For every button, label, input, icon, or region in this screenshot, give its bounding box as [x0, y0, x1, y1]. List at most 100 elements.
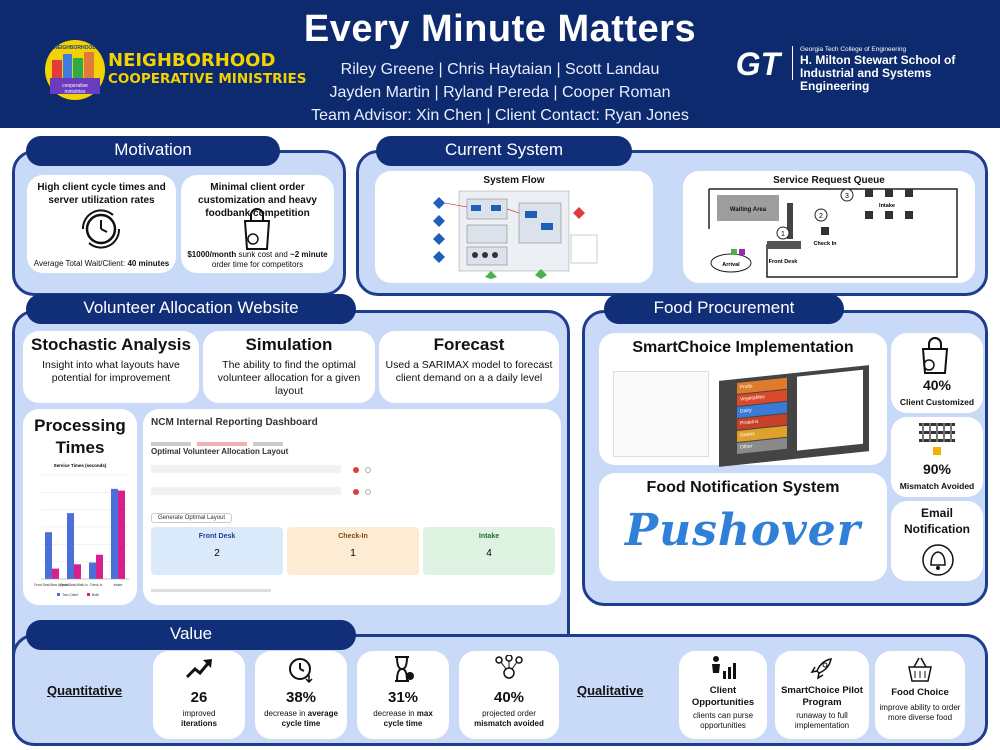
caption-bold-1: $1000/month — [187, 250, 237, 259]
caption-pre: Average Total Wait/Client: — [33, 259, 128, 268]
value-tab: Value — [26, 620, 356, 650]
caption-bold: 40 minutes — [127, 259, 170, 268]
generate-layout-button[interactable]: Generate Optimal Layout — [151, 513, 233, 523]
dashboard-select-1[interactable] — [151, 465, 341, 473]
qual-pilot-title: SmartChoice Pilot Program — [781, 685, 863, 708]
front-desk-card: Front Desk 2 — [151, 527, 283, 575]
notification-card: Food Notification System Pushover — [599, 473, 887, 581]
names-line-2: Jayden Martin | Ryland Pereda | Cooper R… — [329, 84, 671, 101]
processing-title: Processing Times — [23, 415, 137, 459]
gt-school-2: Industrial and Systems Engineering — [800, 66, 932, 93]
poster-title: Every Minute Matters — [303, 8, 697, 50]
svg-text:1: 1 — [781, 231, 785, 238]
person-chart-icon — [712, 656, 736, 679]
system-flow-card: System Flow — [375, 171, 653, 283]
system-flow-title: System Flow — [483, 175, 545, 186]
stat-mismatch: 90% Mismatch Avoided — [891, 417, 983, 497]
header: cooperative ministries NEIGHBORHOOD NEIG… — [0, 0, 1000, 128]
forecast-text: Used a SARIMAX model to forecast client … — [385, 359, 553, 384]
metric-label-bold: max — [416, 709, 433, 718]
dashboard-select-2[interactable] — [151, 487, 341, 495]
check-in-card: Check-In 1 — [287, 527, 419, 575]
legend-swatch — [87, 593, 90, 596]
qual-client-title: Client Opportunities — [691, 685, 755, 708]
radio-yes-1[interactable] — [353, 467, 359, 473]
ncm-line1: NEIGHBORHOOD — [108, 50, 276, 71]
stat-customized-value: 40% — [922, 377, 952, 393]
bell-icon — [922, 544, 954, 576]
bar-series1 — [111, 488, 118, 579]
svg-text:Check In: Check In — [814, 241, 838, 247]
stochastic-title: Stochastic Analysis — [31, 335, 191, 354]
motivation-right-caption: $1000/month sunk cost and ~2 minute orde… — [181, 250, 334, 270]
svg-text:GT: GT — [736, 46, 783, 80]
bar-series1 — [89, 562, 96, 579]
front-desk-label: Front Desk — [198, 533, 236, 540]
receipt-image — [613, 371, 709, 457]
quantitative-label: Quantitative — [47, 683, 123, 698]
grocery-bag-icon — [243, 208, 271, 250]
network-icon — [495, 655, 523, 679]
simulation-title: Simulation — [245, 335, 333, 354]
gt-college: Georgia Tech College of Engineering — [800, 46, 907, 53]
metric-label-bold-2: cycle time — [383, 719, 423, 728]
pushover-logo: Pushover — [625, 505, 861, 556]
bar-series2 — [52, 568, 59, 579]
qual-food-title: Food Choice — [891, 687, 949, 698]
metric-label-bold: average — [307, 709, 338, 718]
processing-title-1: Processing — [34, 416, 126, 435]
caption-mid: sunk cost and — [236, 250, 291, 259]
legend-label: Both — [92, 593, 99, 597]
metric-label-1: decrease in — [264, 709, 308, 718]
gt-divider — [792, 46, 793, 80]
qual-food-text: improve ability to order more diverse fo… — [879, 703, 961, 722]
svg-text:Waiting Area: Waiting Area — [730, 207, 767, 213]
caption-bold-2: ~2 minute — [290, 250, 328, 259]
intake-label: Intake — [478, 533, 500, 540]
dashboard-toolbar — [151, 433, 551, 446]
chart-title: Service Times (seconds) — [54, 463, 107, 468]
metric-mismatch-value: 40% — [493, 689, 525, 706]
x-tick-label: Intake — [114, 583, 123, 587]
motivation-left-title: High client cycle times and server utili… — [37, 182, 166, 206]
tablet-order-panel — [797, 369, 863, 451]
svg-text:ministries: ministries — [64, 89, 86, 95]
forecast-title: Forecast — [433, 335, 505, 354]
radio-no-1[interactable] — [365, 467, 371, 473]
ncm-logo: cooperative ministries NEIGHBORHOOD — [45, 40, 105, 100]
metric-max-value: 31% — [387, 689, 419, 706]
stat-customized-label: Client Customized — [899, 397, 975, 407]
svg-text:Intake: Intake — [879, 203, 895, 209]
stat-email: Email Notification — [891, 501, 983, 581]
qual-client-text: clients can purse opportunities — [692, 711, 754, 730]
qual-pilot-text: runaway to full implementation — [794, 711, 850, 730]
crate-grid-icon — [919, 423, 955, 455]
svg-text:Front Desk: Front Desk — [769, 259, 799, 265]
legend-label: Two Client — [62, 593, 78, 597]
system-flow-diagram — [433, 190, 598, 279]
qual-client-opportunities: Client Opportunities clients can purse o… — [679, 651, 767, 739]
queue-layout-diagram: Waiting Area Front Desk Arrival 1 2 3 Ch… — [708, 188, 958, 278]
food-basket-icon — [908, 657, 932, 682]
rocket-icon — [810, 658, 832, 680]
stochastic-text: Insight into what layouts have potential… — [42, 359, 180, 384]
check-in-value: 1 — [350, 548, 356, 559]
ncm-line2: COOPERATIVE MINISTRIES — [108, 71, 307, 87]
x-tick-label: Front Desk/New Appoint. — [34, 583, 69, 587]
svg-text:3: 3 — [845, 193, 849, 200]
check-in-label: Check-In — [338, 533, 368, 540]
motivation-card-right: Minimal client order customization and h… — [181, 175, 334, 273]
radio-yes-2[interactable] — [353, 489, 359, 495]
metric-label-1: projected order — [482, 709, 536, 718]
qualitative-label: Qualitative — [577, 683, 644, 698]
trend-up-icon — [185, 659, 212, 679]
gt-school-1: H. Milton Stewart School of — [800, 53, 956, 67]
current-system-tab: Current System — [376, 136, 632, 166]
radio-no-2[interactable] — [365, 489, 371, 495]
